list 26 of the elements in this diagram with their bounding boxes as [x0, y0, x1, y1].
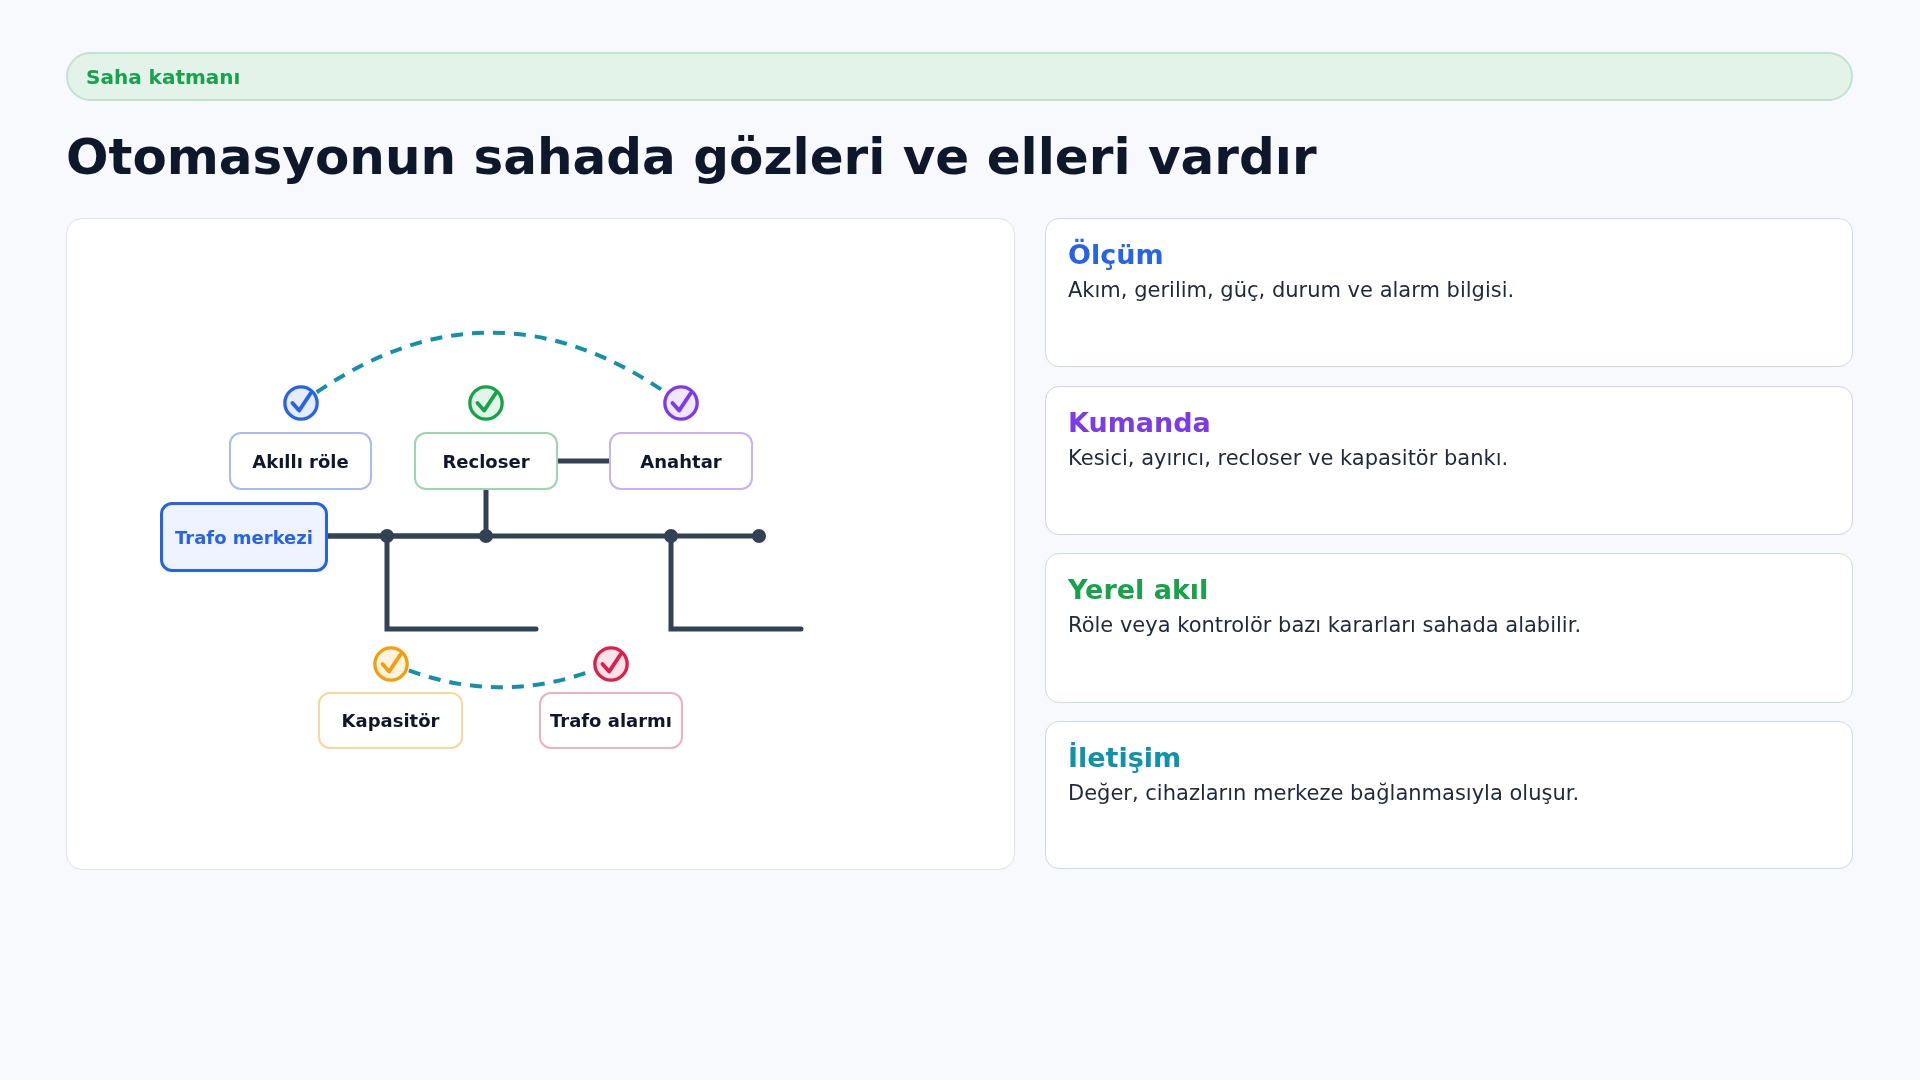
line: [558, 458, 609, 464]
card-heading: İletişim: [1068, 742, 1183, 773]
info-card: [1045, 386, 1853, 535]
section-tag: Saha katmanı: [66, 52, 1853, 101]
check-icon: [282, 384, 320, 422]
device-box: Akıllı röle: [229, 432, 372, 490]
card-text: Akım, gerilim, güç, durum ve alarm bilgisi.: [1068, 278, 1516, 302]
card-heading: Kumanda: [1068, 407, 1212, 438]
card-heading: Yerel akıl: [1068, 574, 1210, 605]
slide-title: Otomasyonun sahada gözleri ve elleri vardır: [66, 128, 1317, 186]
card-text: Röle veya kontrolör bazı kararları sahada alabilir.: [1068, 613, 1583, 637]
device-box: Anahtar: [609, 432, 753, 490]
device-box: Recloser: [414, 432, 558, 490]
check-icon: [662, 384, 700, 422]
info-card: [1045, 553, 1853, 703]
info-card: [1045, 721, 1853, 869]
card-text: Değer, cihazların merkeze bağlanmasıyla oluşur.: [1068, 781, 1581, 805]
card-text: Kesici, ayırıcı, recloser ve kapasitör bankı.: [1068, 446, 1510, 470]
check-icon: [592, 645, 630, 683]
device-box: Trafo alarmı: [539, 692, 683, 749]
check-icon: [372, 645, 410, 683]
device-box: Trafo merkezi: [160, 502, 328, 572]
line: [328, 490, 489, 539]
info-card: [1045, 218, 1853, 367]
card-heading: Ölçüm: [1068, 239, 1165, 270]
device-box: Kapasitör: [318, 692, 463, 749]
